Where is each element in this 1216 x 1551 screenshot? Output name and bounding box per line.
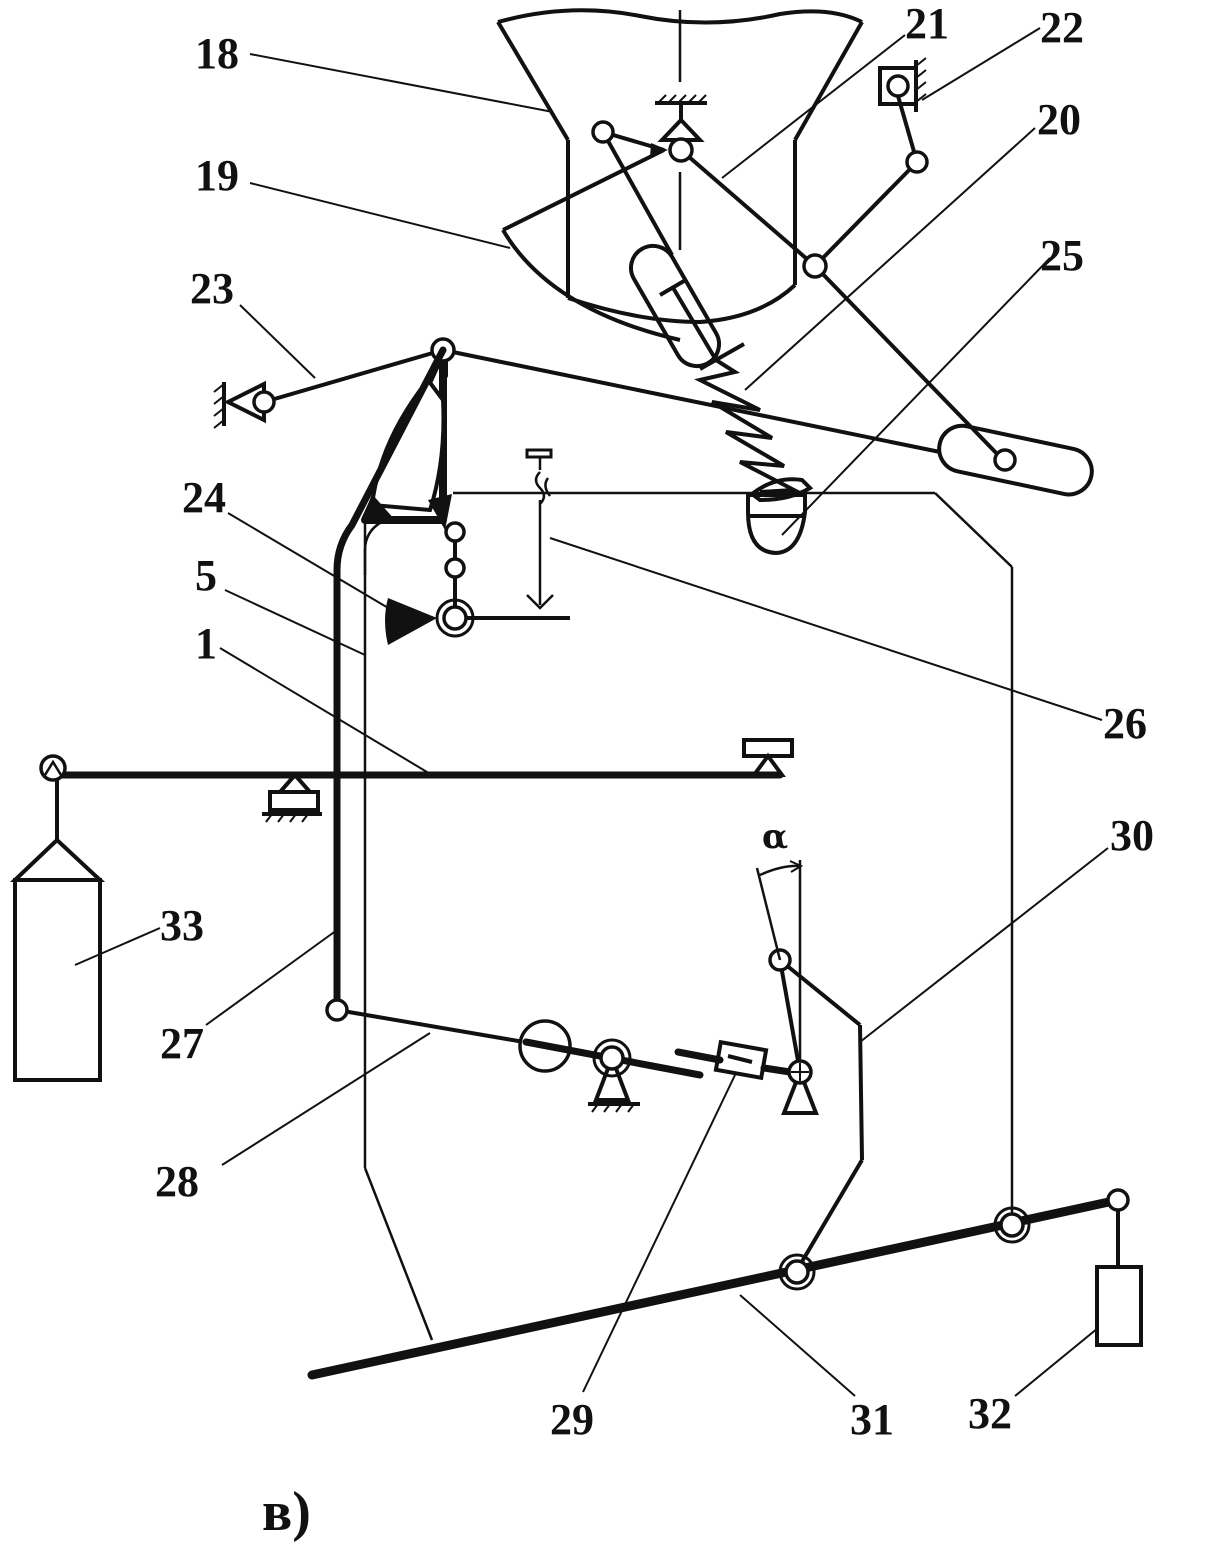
gate-pivot-icon <box>668 137 694 163</box>
label-5: 5 <box>195 551 217 600</box>
label-33: 33 <box>160 901 204 950</box>
rod-27 <box>333 346 447 1014</box>
pawl-24 <box>385 521 570 645</box>
angle-alpha-label: α <box>762 817 788 857</box>
cylinder-spring-20 <box>629 243 814 503</box>
part-labels: 18 19 21 22 20 25 23 24 5 1 26 30 33 27 … <box>155 0 1154 1543</box>
weight-33 <box>10 780 106 1082</box>
arm-30 <box>755 860 864 1272</box>
hopper-18 <box>496 8 864 325</box>
label-27: 27 <box>160 1019 204 1068</box>
hanger-26 <box>525 448 554 610</box>
label-32: 32 <box>968 1389 1012 1438</box>
label-24: 24 <box>182 473 226 522</box>
label-26: 26 <box>1103 699 1147 748</box>
label-23: 23 <box>190 264 234 313</box>
lever-31 <box>307 1188 1130 1380</box>
figure-caption: в) <box>262 1481 311 1543</box>
beam-1 <box>39 738 794 823</box>
label-31: 31 <box>850 1395 894 1444</box>
label-25: 25 <box>1040 231 1084 280</box>
label-30: 30 <box>1110 811 1154 860</box>
label-29: 29 <box>550 1395 594 1444</box>
cup-25 <box>746 493 807 556</box>
label-18: 18 <box>195 29 239 78</box>
label-1: 1 <box>195 619 217 668</box>
lower-lever-28 <box>325 998 704 1113</box>
label-28: 28 <box>155 1157 199 1206</box>
label-21: 21 <box>905 0 949 48</box>
label-22: 22 <box>1040 3 1084 52</box>
upper-lever-23 <box>213 348 1094 497</box>
rod-5 <box>363 518 434 1341</box>
leader-lines <box>74 27 1109 1397</box>
damper-29 <box>674 1039 794 1081</box>
label-20: 20 <box>1037 95 1081 144</box>
fixed-support-22 <box>802 57 929 279</box>
label-19: 19 <box>195 151 239 200</box>
counterweight-32 <box>1095 1210 1143 1347</box>
